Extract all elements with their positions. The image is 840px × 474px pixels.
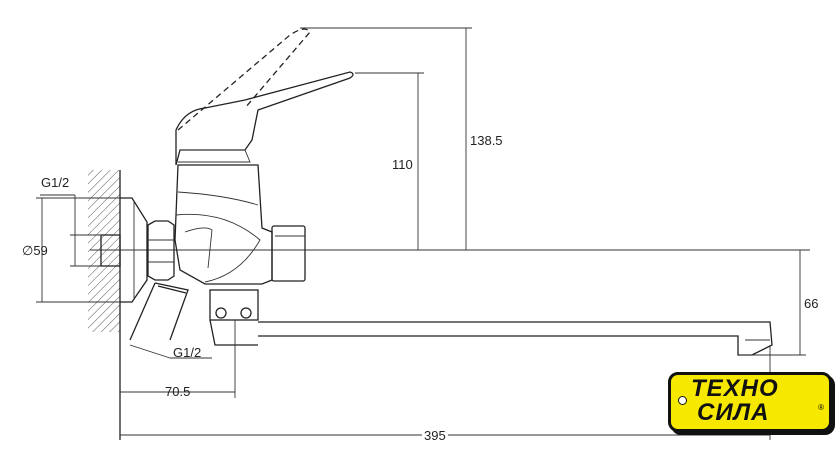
dim-66: 66 [804,296,819,311]
dim-395: 395 [422,428,448,443]
eccentric-fitting [100,197,189,341]
wall [88,170,121,440]
lever-handle [175,28,354,166]
spout [209,289,773,356]
dim-inlet-thread: G1/2 [41,175,70,190]
dim-110: 110 [392,157,413,172]
mixer-body [174,164,306,285]
tekhnosila-logo: ТЕХНО СИЛА ® [668,372,832,432]
logo-line1: ТЕХНО [691,375,779,402]
dimension-lines [36,27,806,440]
registered-mark: ® [818,403,824,412]
dim-138-5: 138.5 [470,133,503,148]
logo-line2: СИЛА [697,399,770,426]
logo-hole [678,396,687,405]
dim-70-5: 70.5 [165,384,191,399]
dim-diameter-59: ∅59 [22,243,48,258]
dim-outlet-thread: G1/2 [173,345,202,360]
